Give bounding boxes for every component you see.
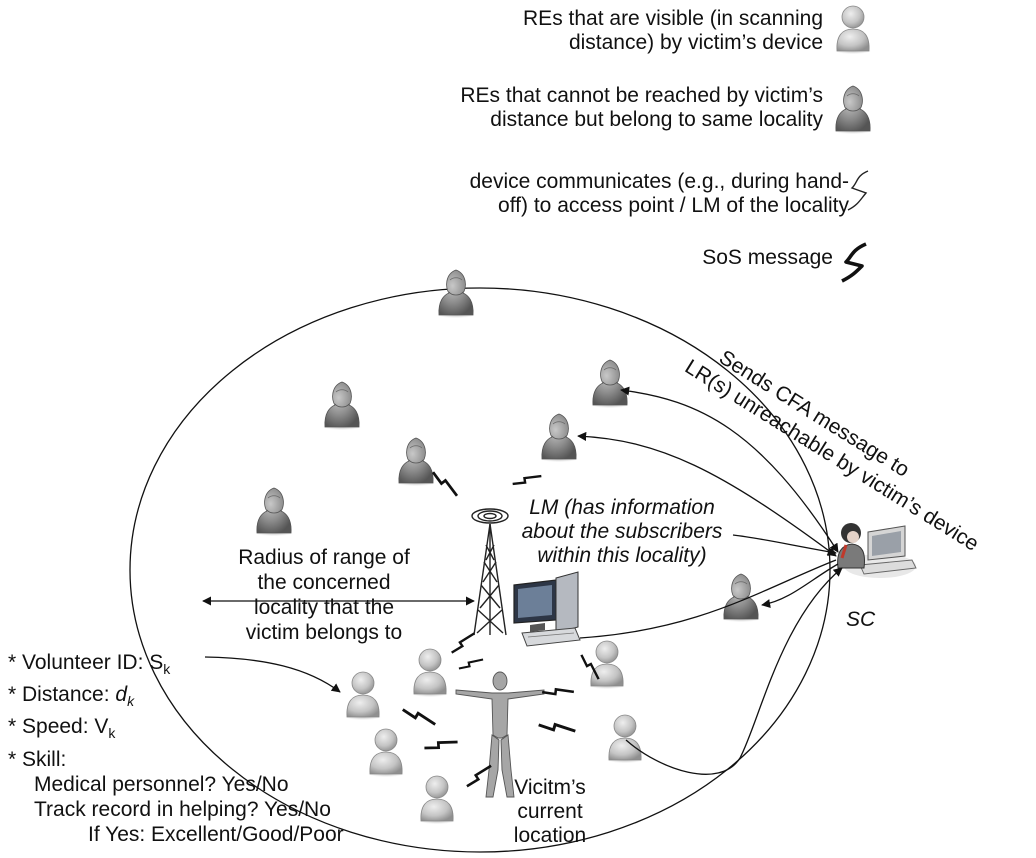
lm-line: about the subscribers xyxy=(521,520,723,543)
visible-re-icon xyxy=(344,671,382,720)
legend-visible-re-icon xyxy=(834,5,872,54)
legend-device-comm-icon xyxy=(847,170,869,211)
victim-line: Vicitm’s xyxy=(514,776,586,799)
unreachable-re-icon xyxy=(721,573,761,622)
radius-label: Radius of range of the concerned localit… xyxy=(218,545,430,645)
volunteer-id-sub: k xyxy=(163,661,171,678)
volunteer-id: * Volunteer ID: Sk xyxy=(8,650,344,682)
volunteer-skill: * Skill: xyxy=(8,747,67,771)
visible-re-icon xyxy=(367,728,405,777)
radius-line: the concerned xyxy=(257,571,391,594)
visible-re-icon xyxy=(606,714,644,763)
unreachable-re-icon xyxy=(436,269,476,318)
legend-unreachable-re-label: REs that cannot be reached by victim’s d… xyxy=(460,84,823,132)
unreachable-re-icon xyxy=(254,487,294,536)
radius-line: victim belongs to xyxy=(245,621,403,644)
legend-line: REs that are visible (in scanning xyxy=(523,7,823,30)
visible-re-icon xyxy=(411,648,449,697)
unreachable-re-icon xyxy=(396,437,436,486)
locality-circle xyxy=(129,287,831,853)
legend-sos-label: SoS message xyxy=(702,246,833,269)
volunteer-arrow xyxy=(204,656,341,693)
lm-label: LM (has information about the subscriber… xyxy=(504,496,740,568)
volunteer-distance-label: * Distance: xyxy=(8,683,116,707)
unreachable-re-icon xyxy=(539,413,579,462)
legend-line: distance) by victim’s device xyxy=(568,31,823,54)
victim-line: current xyxy=(517,800,583,823)
volunteer-speed-label: * Speed: V xyxy=(8,715,109,739)
unreachable-re-icon xyxy=(322,381,362,430)
volunteer-attributes: * Volunteer ID: Sk * Distance: dk * Spee… xyxy=(8,650,344,847)
victim-location-label: Vicitm’s current location xyxy=(495,776,605,848)
volunteer-distance-var: d xyxy=(115,683,128,707)
volunteer-track: Track record in helping? Yes/No xyxy=(34,797,331,821)
victim-figure-icon xyxy=(455,671,545,798)
legend-line: REs that cannot be reached by victim’s xyxy=(460,84,823,107)
lm-line: LM (has information xyxy=(529,496,715,519)
volunteer-medical: Medical personnel? Yes/No xyxy=(34,772,289,796)
volunteer-distance: * Distance: dk xyxy=(8,682,344,714)
victim-line: location xyxy=(513,824,587,847)
legend-sos-icon xyxy=(841,242,867,283)
volunteer-speed-sub: k xyxy=(108,725,116,742)
lm-line: within this locality) xyxy=(537,544,707,567)
sc-label: SC xyxy=(846,608,876,631)
legend-unreachable-re-icon xyxy=(833,85,873,134)
volunteer-speed: * Speed: Vk xyxy=(8,714,344,746)
sc-operator-icon xyxy=(837,523,917,578)
legend-line: device communicates (e.g., during hand- xyxy=(469,170,849,193)
radius-line: Radius of range of xyxy=(238,546,410,569)
antenna-tower-icon xyxy=(471,508,509,636)
radius-line: locality that the xyxy=(253,596,395,619)
legend-line: distance but belong to same locality xyxy=(490,108,823,131)
volunteer-id-label: * Volunteer ID: S xyxy=(8,651,164,674)
volunteer-distance-sub: k xyxy=(127,693,135,710)
legend-line: off) to access point / LM of the localit… xyxy=(498,194,849,217)
unreachable-re-icon xyxy=(590,359,630,408)
visible-re-icon xyxy=(588,640,626,689)
visible-re-icon xyxy=(418,775,456,824)
volunteer-ifyes: If Yes: Excellent/Good/Poor xyxy=(88,822,344,846)
computer-icon xyxy=(513,571,581,647)
sc-connection-arrows xyxy=(577,386,843,775)
legend-device-comm-label: device communicates (e.g., during hand- … xyxy=(470,170,849,218)
legend-visible-re-label: REs that are visible (in scanning distan… xyxy=(523,7,823,55)
